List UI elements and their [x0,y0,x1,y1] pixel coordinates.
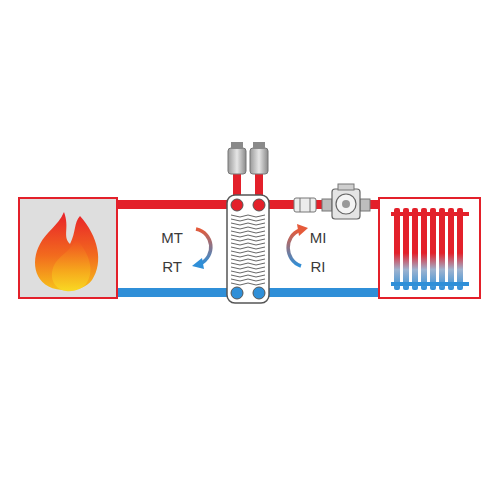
circulation-pump [322,184,370,219]
port [253,287,265,299]
plate-line [231,219,265,221]
plate-line [231,243,265,245]
arrow-head [297,224,308,236]
plate-line [231,255,265,257]
plate-line [231,251,265,253]
flow-label: RT [162,259,182,274]
plate-line [231,227,265,229]
radiator-fin [448,208,454,290]
flow-label: MT [161,230,183,245]
plate-line [231,239,265,241]
flow-label: MI [310,230,327,245]
port [253,199,265,211]
radiator-fin [412,208,418,290]
exchanger-plates [231,215,265,285]
flow-label: RI [311,259,326,274]
plate-line [231,259,265,261]
flame-inner [52,238,91,291]
radiator-fin [457,208,463,290]
radiator-fin [403,208,409,290]
radiator-fin [421,208,427,290]
port [231,287,243,299]
plate-line [231,275,265,277]
flow-arrow [196,229,211,264]
boiler-box [19,198,117,298]
port [231,199,243,211]
check-valve [294,198,316,212]
plate-line [231,247,265,249]
radiator-icon [391,208,469,290]
plate-line [231,231,265,233]
plate-line [231,283,265,285]
sensor-cap [228,148,246,174]
plate-line [231,267,265,269]
arrow-head [192,258,204,269]
plate-heat-exchanger [227,195,269,303]
radiator-fin [394,208,400,290]
sensor-cap-top [231,142,243,149]
radiator-fin [430,208,436,290]
plate-line [231,215,265,217]
sensor-cap-top [253,142,265,149]
plate-line [231,279,265,281]
sensor-cap [250,148,268,174]
radiator-header [391,212,469,216]
radiator-fin [439,208,445,290]
radiator-header [391,282,469,286]
plate-line [231,263,265,265]
plate-line [231,223,265,225]
radiator-box [379,198,480,298]
plate-line [231,271,265,273]
plate-line [231,235,265,237]
